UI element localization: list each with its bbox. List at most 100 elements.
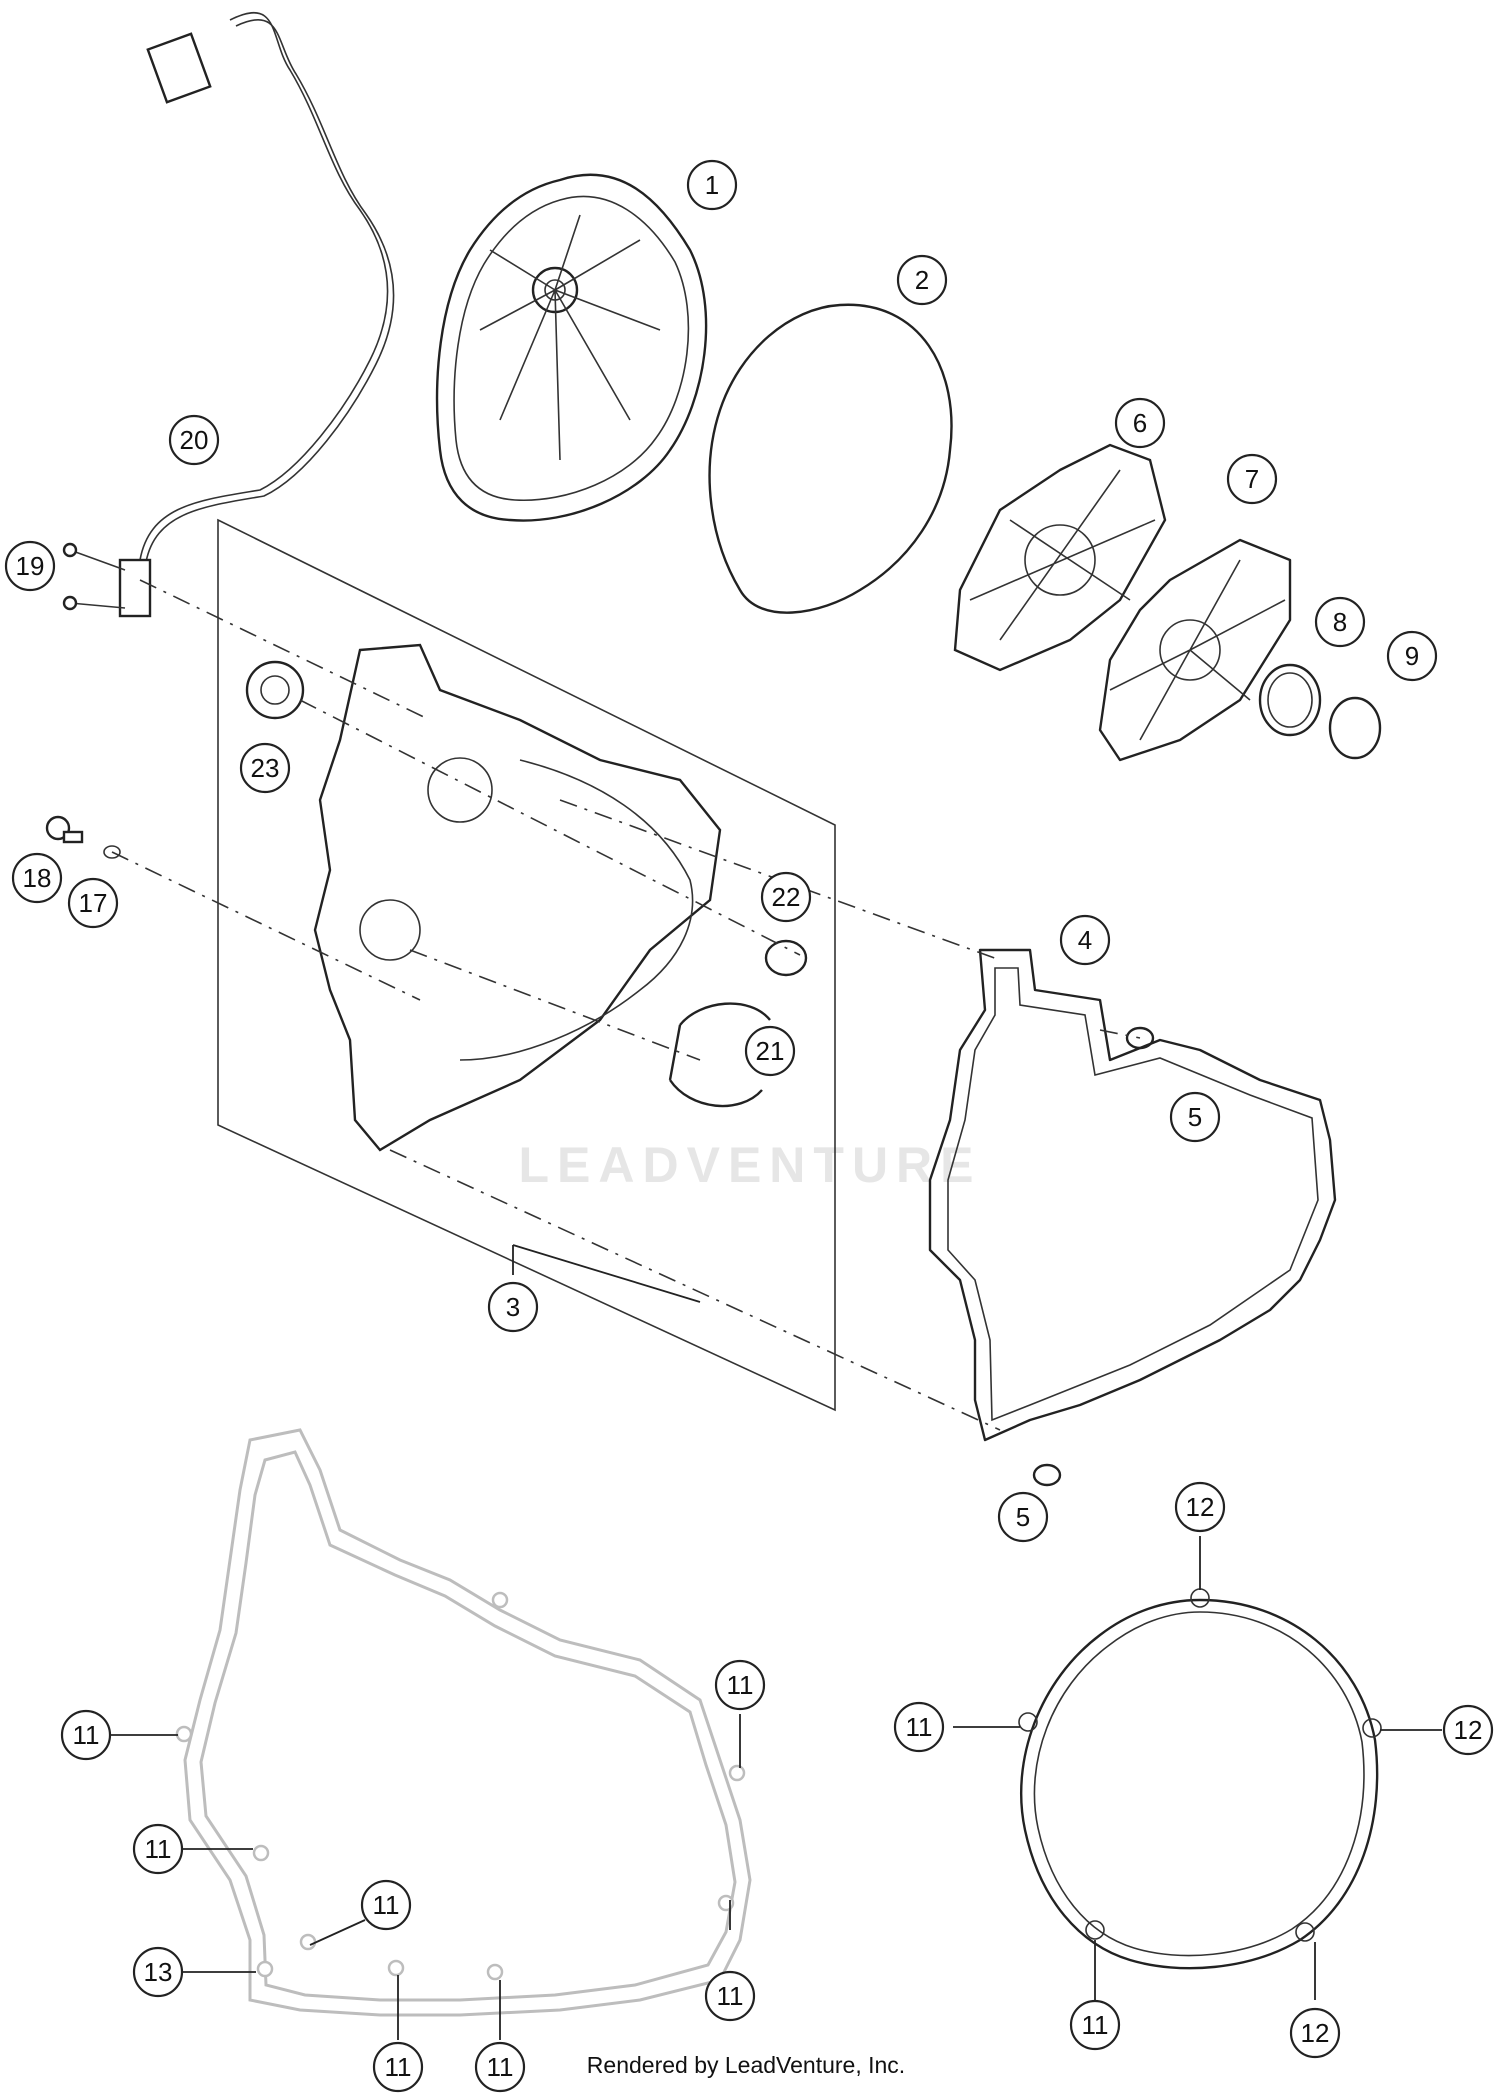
callout-circle — [1174, 1481, 1226, 1533]
callout-number: 12 — [1301, 2018, 1330, 2048]
callout-6: 6 — [1114, 397, 1166, 449]
callout-circle — [372, 2041, 424, 2093]
callout-circle — [1114, 397, 1166, 449]
callout-circle — [1314, 596, 1366, 648]
assembly-frame — [217, 518, 836, 1412]
callout-number: 12 — [1186, 1492, 1215, 1522]
callout-number: 5 — [1188, 1102, 1202, 1132]
callout-circle — [11, 852, 63, 904]
callout-9: 9 — [1386, 630, 1438, 682]
callout-number: 21 — [756, 1036, 785, 1066]
callout-5: 5 — [1169, 1091, 1221, 1143]
callout-12: 12 — [1289, 2007, 1341, 2059]
callout-20: 20 — [168, 414, 220, 466]
callout-11: 11 — [372, 2041, 424, 2093]
callout-number: 9 — [1405, 641, 1419, 671]
callout-number: 11 — [373, 1890, 400, 1920]
sensor-cable-part — [62, 12, 395, 618]
callout-11: 11 — [474, 2041, 526, 2093]
callout-number: 11 — [727, 1670, 754, 1700]
callout-8: 8 — [1314, 596, 1366, 648]
callout-number: 7 — [1245, 464, 1259, 494]
callout-circle — [1226, 453, 1278, 505]
callout-circle — [704, 1970, 756, 2022]
callout-number: 23 — [251, 753, 280, 783]
callout-number: 20 — [180, 425, 209, 455]
callout-11: 11 — [360, 1879, 412, 1931]
bearing-shell-part — [668, 1002, 771, 1108]
callout-circle — [744, 1025, 796, 1077]
callout-circle — [132, 1823, 184, 1875]
callout-circle — [360, 1879, 412, 1931]
cover-seal-detail-view — [1018, 1588, 1382, 1970]
callout-number: 4 — [1078, 925, 1092, 955]
callout-circle — [896, 254, 948, 306]
assembly-lines — [111, 579, 1141, 1431]
callout-number: 2 — [915, 265, 929, 295]
gasket-detail-view — [175, 1428, 752, 2017]
callout-number: 12 — [1454, 1715, 1483, 1745]
callout-number: 1 — [705, 170, 719, 200]
callout-4: 4 — [1059, 914, 1111, 966]
callout-number: 11 — [487, 2052, 514, 2082]
spacer-ring-part — [1258, 663, 1322, 737]
inner-clutch-cover-part — [313, 643, 722, 1152]
callout-circle — [1169, 1091, 1221, 1143]
callout-circle — [1069, 1999, 1121, 2051]
callout-13: 13 — [132, 1946, 184, 1998]
callout-number: 11 — [145, 1834, 172, 1864]
callout-number: 18 — [23, 863, 52, 893]
clutch-cover-gasket-part — [928, 948, 1337, 1442]
spacer-plate-part — [1098, 538, 1292, 762]
callout-1: 1 — [686, 159, 738, 211]
callout-circle — [239, 742, 291, 794]
callout-number: 19 — [16, 551, 45, 581]
watermark-text: LEADVENTURE — [518, 1137, 981, 1193]
callout-number: 5 — [1016, 1502, 1030, 1532]
callout-21: 21 — [744, 1025, 796, 1077]
callout-11: 11 — [60, 1709, 112, 1761]
callout-circle — [1442, 1704, 1494, 1756]
callout-circle — [1059, 914, 1111, 966]
callout-circle — [1289, 2007, 1341, 2059]
callout-number: 11 — [1082, 2010, 1109, 2040]
callout-12: 12 — [1174, 1481, 1226, 1533]
callout-number: 17 — [79, 888, 108, 918]
callout-number: 11 — [73, 1720, 100, 1750]
callout-circle — [60, 1709, 112, 1761]
callout-11: 11 — [714, 1659, 766, 1711]
shaft-seal-part — [245, 660, 305, 720]
callout-number: 11 — [717, 1981, 744, 2011]
callout-12: 12 — [1442, 1704, 1494, 1756]
callout-number: 8 — [1333, 607, 1347, 637]
callout-17: 17 — [67, 877, 119, 929]
leader-lines — [108, 1244, 1442, 2040]
callout-11: 11 — [132, 1823, 184, 1875]
callout-circle — [714, 1659, 766, 1711]
cover-gasket-part — [708, 303, 953, 614]
callout-18: 18 — [11, 852, 63, 904]
callout-circle — [997, 1491, 1049, 1543]
callout-number: 13 — [144, 1957, 173, 1987]
callout-number: 11 — [385, 2052, 412, 2082]
dowel-pin-part — [1032, 1463, 1062, 1487]
callout-circle — [132, 1946, 184, 1998]
callout-19: 19 — [4, 540, 56, 592]
callout-number: 6 — [1133, 408, 1147, 438]
damper-plate-part — [953, 443, 1167, 672]
callout-circle — [67, 877, 119, 929]
outer-clutch-cover-part — [435, 173, 708, 522]
callout-circle — [760, 871, 812, 923]
callout-11: 11 — [704, 1970, 756, 2022]
callout-11: 11 — [1069, 1999, 1121, 2051]
callout-11: 11 — [893, 1701, 945, 1753]
callout-circle — [686, 159, 738, 211]
plug-screw-part — [45, 815, 121, 859]
callout-23: 23 — [239, 742, 291, 794]
callout-number: 3 — [506, 1292, 520, 1322]
bushing-part — [764, 939, 808, 977]
callout-22: 22 — [760, 871, 812, 923]
callout-circle — [487, 1281, 539, 1333]
